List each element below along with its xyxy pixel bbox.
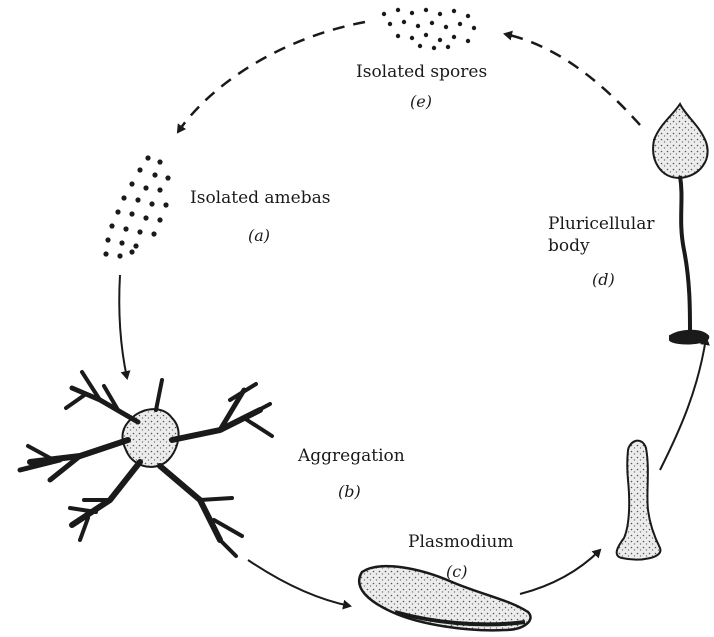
spores-illustration — [382, 8, 476, 50]
culminant-illustration — [617, 441, 661, 560]
label-body: body — [548, 236, 590, 256]
arrow-slug-to-fruiting-body — [660, 338, 706, 470]
arrow-aggregation-to-plasmodium — [248, 560, 350, 606]
fruiting-body-illustration — [653, 104, 708, 343]
letter-b: (b) — [338, 482, 361, 502]
letter-d: (d) — [592, 270, 615, 290]
letter-a: (a) — [248, 226, 270, 246]
dashed-arrow-body-to-spores — [505, 34, 640, 125]
aggregation-illustration — [20, 372, 272, 556]
dashed-arrow-spores-to-amebas — [178, 22, 365, 132]
letter-e: (e) — [410, 92, 432, 112]
amebas-illustration — [103, 155, 170, 258]
letter-c: (c) — [446, 562, 467, 582]
label-plasmodium: Plasmodium — [408, 532, 513, 552]
label-isolated-spores: Isolated spores — [356, 62, 487, 82]
label-pluricellular: Pluricellular — [548, 214, 655, 234]
label-aggregation: Aggregation — [298, 446, 405, 466]
arrow-plasmodium-to-slug — [520, 550, 600, 594]
label-isolated-amebas: Isolated amebas — [190, 188, 330, 208]
arrow-amebas-to-aggregation — [119, 275, 127, 378]
